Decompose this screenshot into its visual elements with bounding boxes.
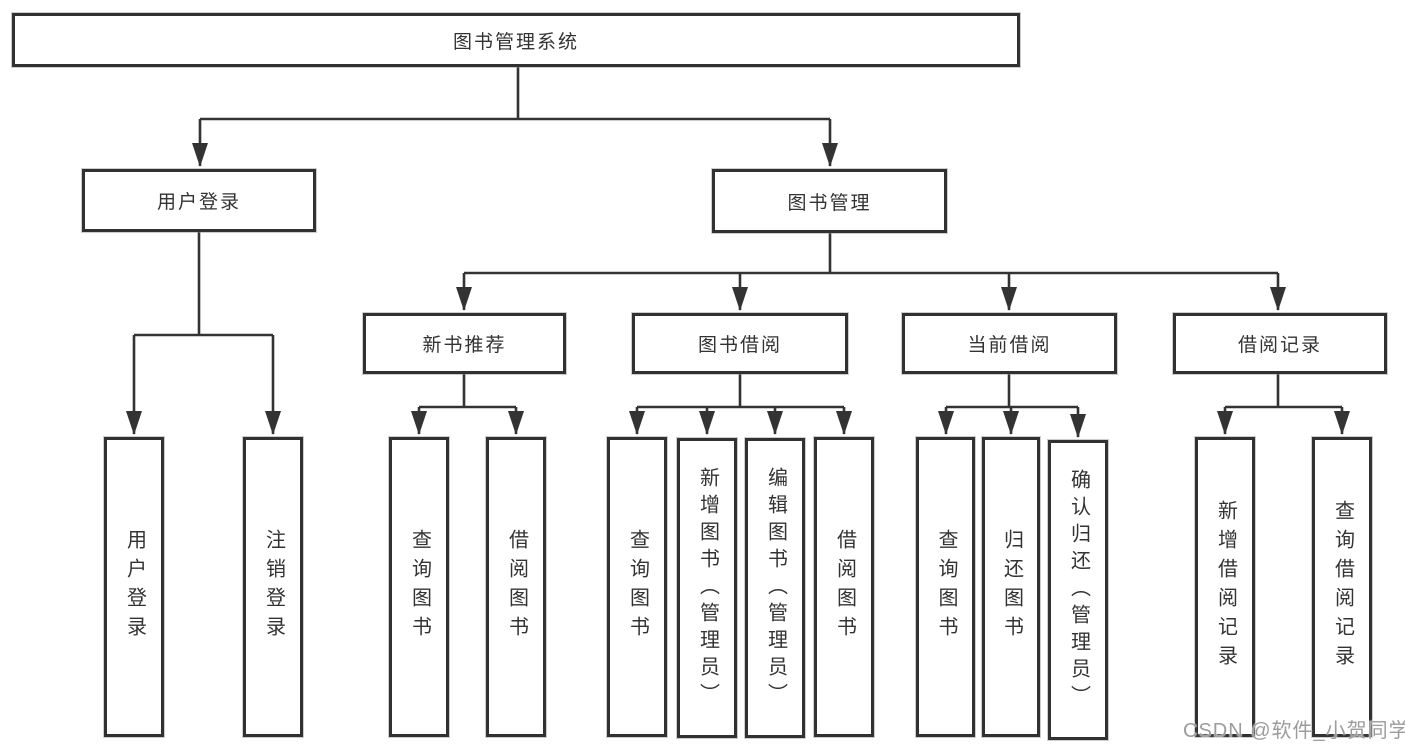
connector-user-login-children — [126, 231, 281, 435]
leaf-user-login-label: 用户登录 — [123, 529, 146, 645]
connector-current-borrow-children — [938, 374, 1086, 438]
leaf-borrow-edit-books-admin: 编辑图书（管理员） — [745, 438, 805, 738]
leaf-current-confirm-return-admin-label: 确认归还（管理员） — [1067, 468, 1090, 712]
connector-new-book-recommend-children — [411, 374, 524, 435]
leaf-current-query-books-label: 查询图书 — [935, 529, 957, 645]
node-book-borrow: 图书借阅 — [632, 313, 848, 374]
leaf-user-login: 用户登录 — [104, 437, 164, 737]
leaf-records-add-record: 新增借阅记录 — [1195, 437, 1255, 737]
leaf-records-add-record-label: 新增借阅记录 — [1214, 500, 1237, 674]
leaf-borrow-borrow-books: 借阅图书 — [814, 437, 874, 737]
leaf-records-query-record: 查询借阅记录 — [1312, 437, 1372, 737]
node-user-login: 用户登录 — [82, 169, 316, 232]
node-book-management: 图书管理 — [712, 169, 947, 233]
connector-book-borrow-children — [629, 374, 852, 435]
connector-book-management-children — [456, 233, 1286, 311]
csdn-watermark: CSDN @软件_小贺同学 — [1183, 720, 1405, 742]
leaf-borrow-edit-books-admin-label: 编辑图书（管理员） — [764, 466, 787, 710]
node-borrow-records: 借阅记录 — [1173, 313, 1387, 374]
leaf-logout: 注销登录 — [243, 437, 303, 737]
node-library-management-system: 图书管理系统 — [12, 13, 1020, 67]
connector-root-to-level1 — [192, 67, 838, 167]
leaf-current-return-books-label: 归还图书 — [1000, 529, 1023, 645]
leaf-current-return-books: 归还图书 — [982, 437, 1040, 737]
leaf-current-query-books: 查询图书 — [916, 437, 975, 737]
leaf-borrow-borrow-books-label: 借阅图书 — [833, 529, 856, 645]
connector-borrow-records-children — [1217, 374, 1350, 435]
leaf-recommend-query-books-label: 查询图书 — [408, 529, 431, 645]
leaf-current-confirm-return-admin: 确认归还（管理员） — [1048, 440, 1108, 740]
leaf-recommend-borrow-books-label: 借阅图书 — [505, 529, 528, 645]
leaf-borrow-query-books-label: 查询图书 — [626, 529, 649, 645]
leaf-records-query-record-label: 查询借阅记录 — [1331, 500, 1354, 674]
leaf-borrow-query-books: 查询图书 — [607, 437, 667, 737]
leaf-recommend-query-books: 查询图书 — [389, 437, 449, 737]
node-new-book-recommend: 新书推荐 — [363, 313, 566, 374]
leaf-borrow-add-books-admin: 新增图书（管理员） — [677, 438, 737, 738]
leaf-borrow-add-books-admin-label: 新增图书（管理员） — [696, 466, 719, 710]
leaf-logout-label: 注销登录 — [262, 529, 285, 645]
leaf-recommend-borrow-books: 借阅图书 — [486, 437, 546, 737]
node-current-borrow: 当前借阅 — [902, 313, 1117, 374]
